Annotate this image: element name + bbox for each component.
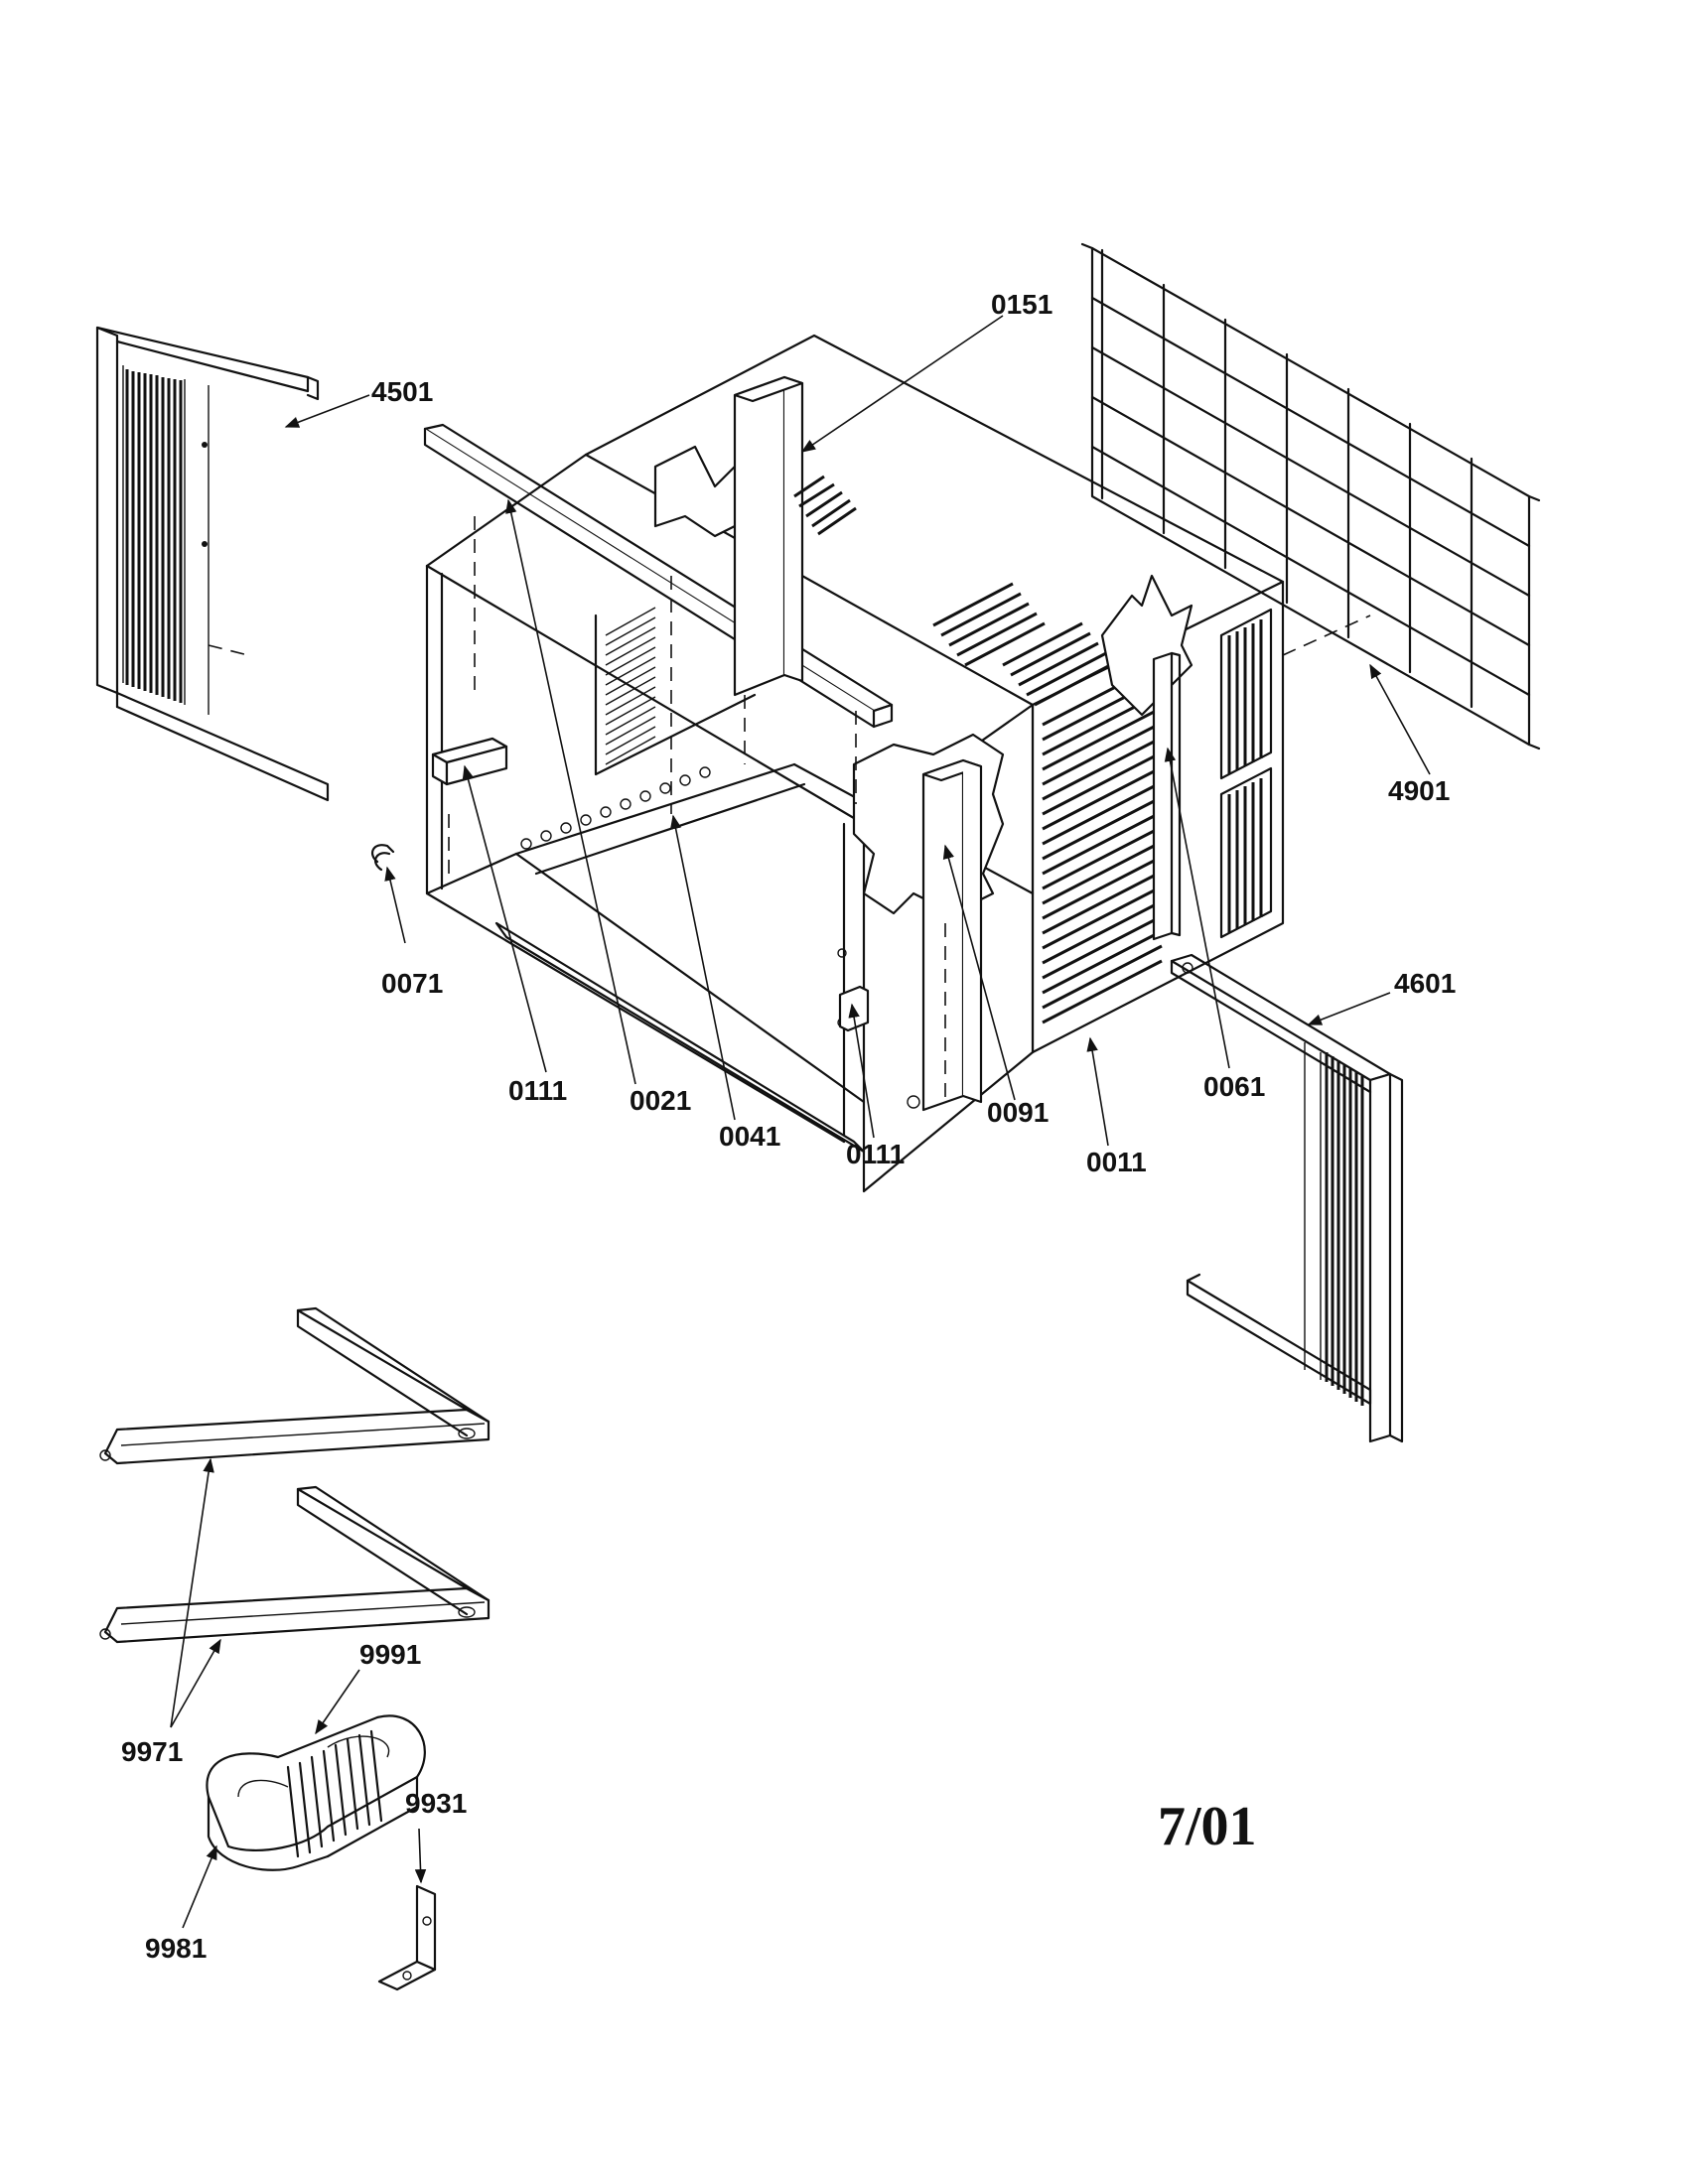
angle-bracket-upper	[99, 1306, 491, 1465]
revision-date: 7/01	[1158, 1796, 1257, 1857]
left-curtain-pleats	[125, 369, 183, 703]
side-foam-0111-right	[838, 985, 870, 1032]
side-louvers	[1042, 661, 1163, 1024]
right-curtain-pleats	[1325, 1052, 1364, 1406]
part-labels: 0151 4501 4901 0071 0111 0021 0041 0111 …	[121, 289, 1456, 1964]
label-9971: 9971	[121, 1736, 183, 1767]
label-0111-left: 0111	[508, 1075, 567, 1106]
leader-lines	[170, 315, 1431, 1929]
small-bracket	[377, 1884, 437, 1991]
label-0091: 0091	[987, 1097, 1049, 1128]
label-4601: 4601	[1394, 968, 1456, 999]
assembly-dashes	[448, 516, 1371, 1102]
top-louvers	[932, 582, 1115, 707]
foam-strip-wraps	[286, 1729, 383, 1858]
top-partition-slots	[793, 475, 857, 536]
foam-strip-roll	[206, 1714, 426, 1871]
label-9981: 9981	[145, 1933, 207, 1964]
seal-strip-0061	[1152, 651, 1182, 941]
rear-wire-grille	[1080, 242, 1541, 751]
inner-coil-fins	[605, 607, 656, 765]
foam-block-0091	[921, 758, 983, 1112]
top-partition-0151	[733, 375, 857, 697]
label-0041: 0041	[719, 1121, 780, 1152]
end-vents	[1219, 608, 1273, 939]
label-0071: 0071	[381, 968, 443, 999]
left-side-curtain	[95, 326, 330, 802]
label-4501: 4501	[371, 376, 433, 407]
label-4901: 4901	[1388, 775, 1450, 806]
angle-bracket-lower	[99, 1485, 491, 1644]
label-0021: 0021	[630, 1085, 691, 1116]
right-side-curtain	[1170, 953, 1404, 1443]
label-9991: 9991	[359, 1639, 421, 1670]
label-0151: 0151	[991, 289, 1052, 320]
label-0061: 0061	[1203, 1071, 1265, 1102]
label-0011: 0011	[1086, 1147, 1147, 1177]
label-0111-right: 0111	[846, 1139, 905, 1169]
label-9931: 9931	[405, 1788, 467, 1819]
side-foam-0111-left	[431, 737, 508, 786]
rail-holes	[520, 766, 711, 850]
clip-0071	[370, 844, 395, 872]
